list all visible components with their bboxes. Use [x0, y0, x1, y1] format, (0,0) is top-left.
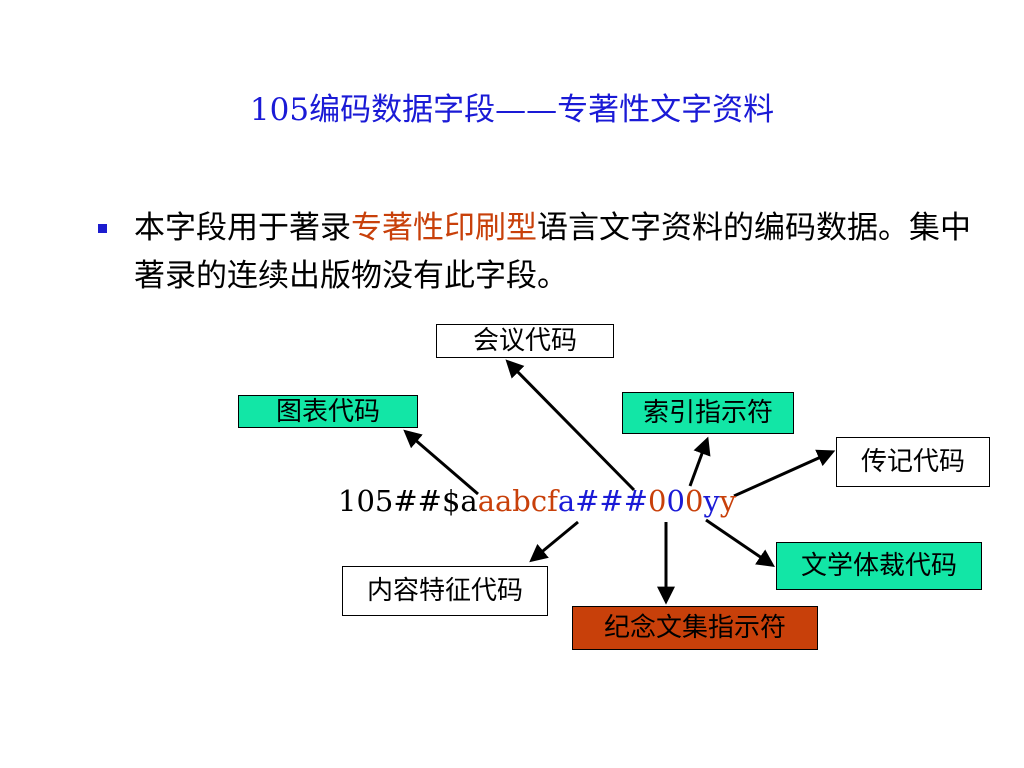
bullet-square-icon: [98, 224, 107, 233]
bullet-text-part1: 本字段用于著录: [134, 210, 351, 246]
bullet-highlight: 专著性印刷型: [351, 210, 537, 246]
code-part: a: [477, 484, 495, 518]
bullet-text-part2: 语言文字资料的编码数据。集中著录的连续出版物没有此字段。: [134, 210, 971, 294]
code-part: 0: [684, 484, 704, 518]
arrow-to-meeting-code: [505, 359, 636, 492]
arrow-to-content-code: [529, 520, 579, 563]
arrow-to-genre-code: [705, 518, 775, 568]
code-prefix: 105##$a: [338, 484, 478, 518]
code-part: a###: [557, 484, 649, 518]
arrow-to-bio-code: [733, 449, 836, 498]
literary-genre-code-label: 文学体裁代码: [776, 542, 982, 590]
code-part: y: [719, 484, 737, 518]
code-part: 0: [666, 484, 685, 518]
meeting-code-label: 会议代码: [436, 324, 614, 358]
content-feature-code-label: 内容特征代码: [342, 566, 548, 616]
arrow-to-chart-code: [403, 429, 479, 496]
biography-code-label: 传记代码: [836, 437, 990, 487]
bullet-text: 本字段用于著录专著性印刷型语言文字资料的编码数据。集中著录的连续出版物没有此字段…: [134, 204, 984, 300]
slide-title: 105编码数据字段——专著性文字资料: [249, 92, 775, 128]
code-part: abcf: [495, 484, 558, 518]
index-indicator-label: 索引指示符: [622, 392, 794, 434]
festschrift-indicator-label: 纪念文集指示符: [572, 606, 818, 650]
field-code-string: 105##$aaabcfa###000yy: [338, 484, 736, 518]
code-part: y: [703, 484, 720, 518]
arrow-to-index-indicator: [688, 436, 711, 487]
code-part: 0: [648, 484, 667, 518]
chart-code-label: 图表代码: [238, 395, 418, 428]
